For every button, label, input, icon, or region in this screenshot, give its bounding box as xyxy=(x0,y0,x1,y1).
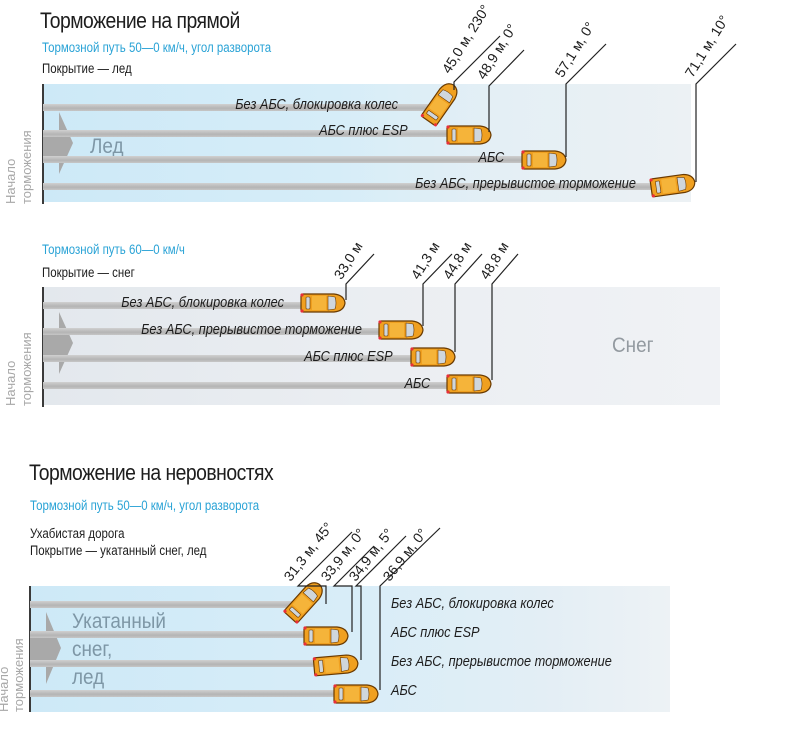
lane-label: Без АБС, прерывистое торможение xyxy=(415,176,636,192)
track-lane-1 xyxy=(43,104,428,111)
track-lane-3 xyxy=(30,660,320,667)
surface-label-ice: Лед xyxy=(90,135,124,158)
track-lane-3 xyxy=(43,156,523,163)
track-lane-2 xyxy=(43,328,385,335)
lane-label: АБС xyxy=(478,150,504,166)
lane-label: Без АБС, прерывистое торможение xyxy=(141,322,362,338)
section-snow-subtitle: Тормозной путь 60—0 км/ч xyxy=(42,242,185,257)
section-snow-note: Покрытие — снег xyxy=(42,265,135,280)
track-lane-2 xyxy=(43,130,453,137)
lane-label: АБС плюс ESP xyxy=(304,349,393,365)
section-bumps-title: Торможение на неровностях xyxy=(29,460,274,485)
section-bumps-subtitle: Тормозной путь 50—0 км/ч, угол разворота xyxy=(30,498,260,513)
track-lane-3 xyxy=(43,355,415,362)
section-bumps-note-1: Ухабистая дорога xyxy=(30,526,125,541)
lane-label: Без АБС, прерывистое торможение xyxy=(391,654,612,670)
lane-label: АБС xyxy=(404,376,430,392)
surface-label-line: Укатанный xyxy=(72,610,166,633)
track-lane-1 xyxy=(43,302,305,309)
section-straight-title: Торможение на прямой xyxy=(40,8,240,33)
lane-label: Без АБС, блокировка колес xyxy=(121,295,284,311)
lane-label: Без АБС, блокировка колес xyxy=(391,596,554,612)
lane-label: АБС плюс ESP xyxy=(391,625,480,641)
lane-label: Без АБС, блокировка колес xyxy=(235,97,398,113)
lane-label: АБС xyxy=(391,683,417,699)
surface-label-line: снег, xyxy=(72,638,113,661)
section-straight-note: Покрытие — лед xyxy=(42,61,132,76)
section-straight-subtitle: Тормозной путь 50—0 км/ч, угол разворота xyxy=(42,40,272,55)
track-lane-4 xyxy=(43,183,653,190)
track-lane-2 xyxy=(30,631,310,638)
track-lane-4 xyxy=(30,690,340,697)
surface-label-snow: Снег xyxy=(612,334,654,357)
leader-lines xyxy=(453,35,737,182)
track-lane-1 xyxy=(30,601,292,608)
track-lane-4 xyxy=(43,382,451,389)
ice-panel xyxy=(43,84,691,202)
leader-lines xyxy=(345,253,519,380)
lane-label: АБС плюс ESP xyxy=(319,123,408,139)
section-bumps-note-2: Покрытие — укатанный снег, лед xyxy=(30,543,207,558)
surface-label-line: лед xyxy=(72,666,105,689)
